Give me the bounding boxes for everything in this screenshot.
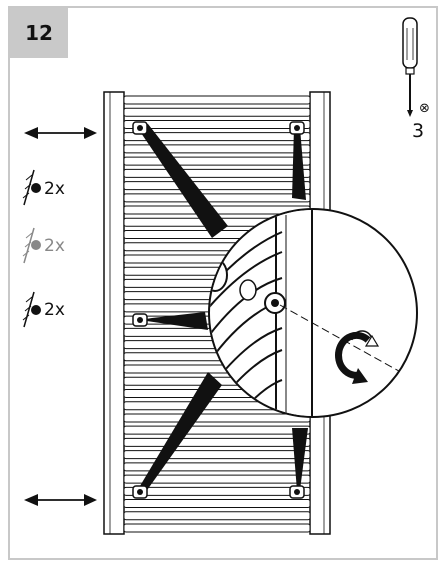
rotate-arrow-icon — [335, 330, 380, 384]
frame-border — [8, 6, 438, 560]
radiator-rung — [123, 450, 311, 460]
radiator-rung — [123, 499, 311, 509]
double-arrow-icon — [24, 127, 97, 139]
bracket-top-right — [289, 121, 305, 135]
set-screw — [264, 292, 286, 314]
fixing-count-label: 2x — [44, 179, 65, 199]
radiator-rung — [123, 107, 311, 117]
radiator-left-rail — [103, 91, 125, 535]
radiator-rung — [123, 523, 311, 533]
radiator-rung — [123, 132, 311, 142]
radiator-rung — [123, 168, 311, 178]
wedge-bottom-right — [292, 428, 308, 491]
bracket-top-left — [132, 121, 148, 135]
radiator-rung — [123, 486, 311, 496]
radiator-rung — [123, 474, 311, 484]
drive-type-symbol: ⊗ — [419, 101, 430, 116]
screwdriver-icon — [402, 17, 418, 117]
radiator-rung — [123, 511, 311, 521]
screw-axis — [279, 304, 416, 381]
tool-size-label: 3 — [412, 120, 425, 142]
bracket-mid-left — [132, 313, 148, 327]
radiator-rung — [123, 144, 311, 154]
radiator-rung — [123, 156, 311, 166]
step-number: 12 — [25, 21, 53, 45]
bracket-bottom-left — [132, 485, 148, 499]
step-badge: 12 — [10, 8, 68, 58]
magnifier-detail — [208, 208, 418, 418]
radiator-rung — [123, 193, 311, 203]
wedge-mid-left — [140, 312, 208, 330]
radiator-rung — [123, 181, 311, 191]
wall-brackets — [132, 121, 305, 499]
bracket-bottom-right — [289, 485, 305, 499]
radiator-rung — [123, 425, 311, 435]
radiator-rung — [123, 119, 311, 129]
double-arrow-icon — [24, 494, 97, 506]
fixing-count-label: 2x — [44, 300, 65, 320]
radiator-rung — [123, 95, 311, 105]
wedge-top-right — [292, 127, 306, 200]
radiator-rung — [123, 437, 311, 447]
callout-wedges — [137, 124, 308, 493]
detail-rail — [275, 210, 313, 416]
wedge-top-left — [137, 124, 228, 238]
radiator-rung — [123, 462, 311, 472]
wall-dowel-icon — [22, 169, 41, 328]
radiator-rung — [123, 413, 311, 423]
wedge-bottom-left — [137, 372, 222, 493]
fixing-count-label-optional: 2x — [44, 236, 65, 256]
